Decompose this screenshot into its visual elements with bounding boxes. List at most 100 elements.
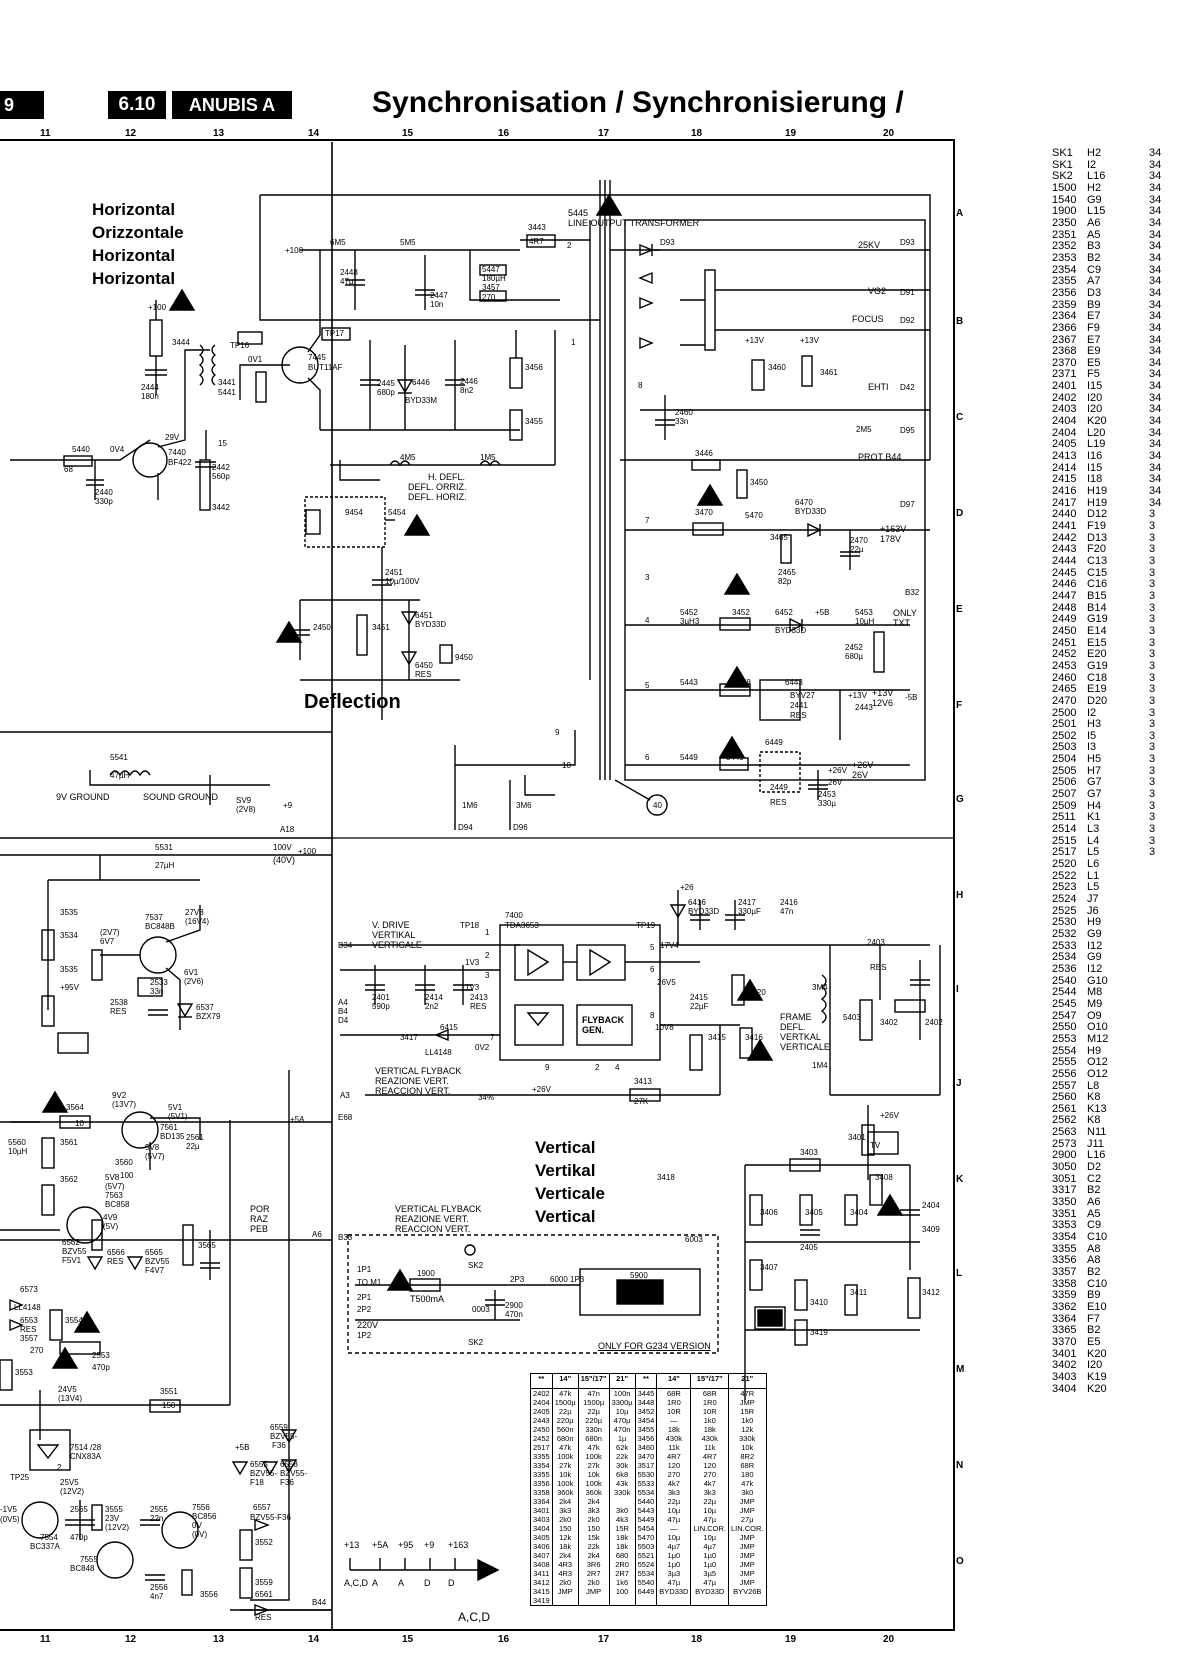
svg-text:TP25: TP25 — [10, 1473, 30, 1482]
svg-text:2565: 2565 — [70, 1505, 88, 1514]
chassis-box: ANUBIS A — [172, 91, 292, 119]
svg-text:680p: 680p — [377, 388, 395, 397]
position-list-cell: I12 — [1087, 962, 1103, 975]
svg-text:470p: 470p — [92, 1363, 110, 1372]
svg-text:F18: F18 — [250, 1478, 264, 1487]
svg-text:2P3: 2P3 — [510, 1275, 525, 1284]
svg-text:8: 8 — [650, 1011, 655, 1020]
table-cell-value: 2443 — [533, 1416, 550, 1425]
position-list-cell: I3 — [1087, 741, 1097, 754]
svg-text:3415: 3415 — [708, 1033, 726, 1042]
svg-text:F36: F36 — [272, 1441, 286, 1450]
position-list-cell: 2453 — [1052, 659, 1077, 672]
table-cell-value: 5540 — [637, 1578, 655, 1587]
svg-text:BZV55-F36: BZV55-F36 — [250, 1513, 291, 1522]
svg-text:3565: 3565 — [198, 1241, 216, 1250]
position-list-cell: A7 — [1087, 275, 1101, 288]
position-list-cell: 2900 — [1052, 1149, 1077, 1162]
position-list-cell: L16 — [1087, 170, 1106, 183]
position-list-cell: 2553 — [1052, 1032, 1077, 1045]
position-list-cell: A6 — [1087, 1196, 1101, 1209]
position-list-cell: 3 — [1149, 753, 1156, 766]
position-list-cell: M8 — [1087, 986, 1103, 999]
table-cell-value: 150 — [558, 1524, 572, 1533]
svg-text:6: 6 — [650, 965, 655, 974]
svg-text:3402: 3402 — [880, 1018, 898, 1027]
table-cell-value: 270 — [703, 1470, 716, 1479]
svg-text:3448: 3448 — [733, 678, 751, 687]
svg-text:+13V: +13V — [800, 336, 820, 345]
v13-label: +13V — [872, 688, 894, 698]
svg-text:8: 8 — [638, 381, 643, 390]
svg-text:23V: 23V — [105, 1514, 120, 1523]
position-list-cell: H2 — [1087, 147, 1102, 159]
table-cell-value: 180 — [741, 1470, 754, 1479]
svg-text:6003: 6003 — [685, 1235, 703, 1244]
table-cell-value: 4k3 — [616, 1515, 629, 1524]
position-list-cell: A8 — [1087, 1254, 1101, 1267]
position-list-cell: L5 — [1087, 846, 1100, 859]
svg-text:3401: 3401 — [848, 1133, 866, 1142]
position-list-cell: 2448 — [1052, 601, 1077, 614]
table-cell-value: 10R — [667, 1407, 681, 1416]
svg-text:2533: 2533 — [150, 978, 168, 987]
grid-column-number: 17 — [598, 1634, 610, 1645]
position-list-cell: I2 — [1087, 158, 1097, 171]
svg-text:2n2: 2n2 — [425, 1002, 439, 1011]
position-list-cell: 2370 — [1052, 356, 1077, 369]
svg-text:4: 4 — [645, 616, 650, 625]
position-list-cell: N11 — [1087, 1126, 1107, 1139]
svg-text:F5V1: F5V1 — [62, 1256, 82, 1265]
position-list-cell: 2465 — [1052, 683, 1077, 696]
rail-destination: D — [424, 1578, 431, 1588]
table-cell-value: 330k — [613, 1488, 631, 1497]
table-cell-value: 3k3 — [559, 1506, 572, 1515]
svg-text:6561: 6561 — [255, 1590, 273, 1599]
table-cell-value: 27k — [559, 1461, 572, 1470]
svg-text:0V2: 0V2 — [475, 1043, 490, 1052]
position-list-cell: 2371 — [1052, 368, 1077, 381]
table-cell-value: 5449 — [637, 1515, 655, 1524]
svg-text:(0V): (0V) — [192, 1530, 207, 1539]
svg-text:270: 270 — [482, 293, 496, 302]
position-list-cell: 2442 — [1052, 531, 1077, 544]
v26-label: +26V — [852, 760, 874, 770]
table-cell-value — [659, 1596, 688, 1605]
svg-text:3444: 3444 — [172, 338, 190, 347]
svg-text:15: 15 — [218, 439, 227, 448]
svg-text:3551: 3551 — [160, 1387, 178, 1396]
svg-text:B32: B32 — [905, 588, 920, 597]
table-cell-value: 3404 — [533, 1524, 550, 1533]
position-list-cell: 3358 — [1052, 1277, 1077, 1290]
svg-text:BYD33D: BYD33D — [775, 626, 806, 635]
position-list-cell: 3 — [1149, 601, 1156, 614]
grid-column-number: 12 — [125, 128, 137, 139]
deflection-section-title: Deflection — [304, 691, 401, 713]
svg-text:7563: 7563 — [105, 1191, 123, 1200]
svg-text:+100: +100 — [298, 847, 317, 856]
svg-text:82p: 82p — [778, 577, 792, 586]
position-list-cell: 34 — [1149, 228, 1162, 241]
table-cell-value: 680n — [585, 1434, 602, 1443]
svg-text:2470: 2470 — [850, 536, 868, 545]
svg-text:+9: +9 — [283, 801, 293, 810]
svg-text:330µ: 330µ — [818, 799, 836, 808]
position-list-cell: 2530 — [1052, 916, 1077, 929]
svg-text:26V5: 26V5 — [657, 978, 676, 987]
svg-text:-5B: -5B — [905, 693, 917, 702]
position-list-cell: L3 — [1087, 823, 1100, 836]
table-header-cell: 15"/17" — [577, 1373, 610, 1389]
